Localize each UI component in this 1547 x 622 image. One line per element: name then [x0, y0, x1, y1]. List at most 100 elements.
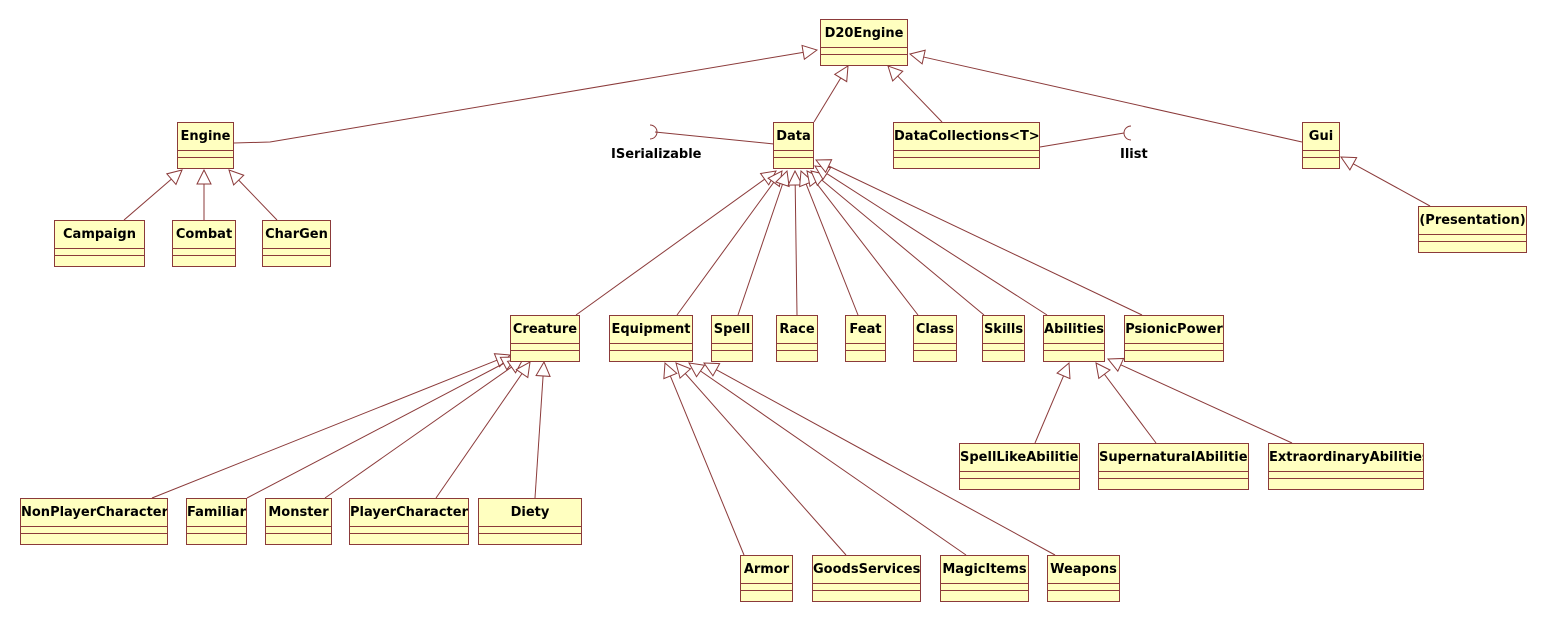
class-name: Familiar: [187, 499, 246, 527]
attributes-compartment: [263, 249, 330, 256]
class-name: SupernaturalAbilities: [1099, 444, 1248, 472]
interface-label-ilist: Ilist: [1120, 147, 1148, 162]
class-name: Equipment: [610, 316, 692, 344]
generalization-magicitems-to-equipment: [688, 362, 967, 556]
edge-line: [700, 370, 967, 556]
class-name: PlayerCharacter: [350, 499, 468, 527]
class-supernaturalabilities[interactable]: SupernaturalAbilities: [1098, 443, 1249, 490]
generalization-engine-to-d20engine: [233, 44, 819, 144]
class-spell[interactable]: Spell: [711, 315, 753, 362]
edge-line: [828, 165, 1143, 316]
attributes-compartment: [741, 584, 792, 591]
generalization-armor-to-equipment: [663, 361, 745, 556]
edge-line: [575, 178, 765, 316]
class-armor[interactable]: Armor: [740, 555, 793, 602]
generalization-familiar-to-creature: [246, 356, 517, 499]
edge-line: [737, 184, 783, 316]
class-diety[interactable]: Diety: [478, 498, 582, 545]
inheritance-arrowhead: [774, 169, 790, 188]
attributes-compartment: [21, 527, 167, 534]
class-name: (Presentation): [1419, 207, 1526, 235]
edge-line: [233, 51, 804, 144]
class-d20engine[interactable]: D20Engine: [820, 19, 908, 66]
generalization-skills-to-data: [810, 170, 985, 316]
class-name: Weapons: [1048, 556, 1119, 584]
class-presentation[interactable]: (Presentation): [1418, 206, 1527, 253]
interface-ilist: [1039, 125, 1132, 148]
class-equipment[interactable]: Equipment: [609, 315, 693, 362]
class-name: Armor: [741, 556, 792, 584]
attributes-compartment: [774, 151, 813, 158]
generalization-race-to-data: [787, 169, 804, 316]
class-extraordinaryabilities[interactable]: ExtraordinaryAbilities: [1268, 443, 1424, 490]
inheritance-arrowhead: [196, 168, 212, 185]
generalization-psionicpower-to-data: [814, 159, 1143, 316]
attributes-compartment: [1125, 344, 1223, 351]
edge-line: [534, 375, 544, 499]
inheritance-arrowhead: [1106, 357, 1125, 373]
attributes-compartment: [1419, 235, 1526, 242]
class-magicitems[interactable]: MagicItems: [940, 555, 1029, 602]
attributes-compartment: [846, 344, 885, 351]
interface-iserializable: [649, 124, 775, 145]
class-abilities[interactable]: Abilities: [1043, 315, 1105, 362]
edge-line: [1353, 163, 1431, 207]
class-combat[interactable]: Combat: [172, 220, 236, 267]
class-name: CharGen: [263, 221, 330, 249]
generalization-datacollections-to-d20engine: [887, 65, 943, 123]
class-spelllikeabilities[interactable]: SpellLikeAbilities: [959, 443, 1080, 490]
generalization-creature-to-data: [575, 170, 777, 316]
class-psionicpower[interactable]: PsionicPower: [1124, 315, 1224, 362]
generalization-spelllikeabilities-to-abilities: [1034, 361, 1071, 444]
class-monster[interactable]: Monster: [265, 498, 332, 545]
inheritance-arrowhead: [806, 170, 823, 188]
class-name: Combat: [173, 221, 235, 249]
class-name: Gui: [1303, 123, 1339, 151]
inheritance-arrowhead: [515, 361, 531, 379]
class-data[interactable]: Data: [773, 122, 814, 169]
inheritance-arrowhead: [810, 170, 828, 187]
attributes-compartment: [941, 584, 1028, 591]
generalization-combat-to-engine: [196, 168, 212, 220]
class-name: ExtraordinaryAbilities: [1269, 444, 1423, 472]
edge-line: [805, 183, 859, 316]
inheritance-arrowhead: [759, 170, 777, 186]
inheritance-arrowhead: [887, 65, 904, 82]
class-race[interactable]: Race: [776, 315, 818, 362]
inheritance-arrowhead: [1340, 156, 1358, 171]
class-weapons[interactable]: Weapons: [1047, 555, 1120, 602]
class-nonplayercharacter[interactable]: NonPlayerCharacter: [20, 498, 168, 545]
attributes-compartment: [813, 584, 920, 591]
class-goodsservices[interactable]: GoodsServices: [812, 555, 921, 602]
generalization-monster-to-creature: [324, 358, 524, 499]
class-name: DataCollections<T>: [894, 123, 1039, 151]
class-familiar[interactable]: Familiar: [186, 498, 247, 545]
class-name: Campaign: [55, 221, 144, 249]
edge-line: [1104, 373, 1157, 444]
class-playercharacter[interactable]: PlayerCharacter: [349, 498, 469, 545]
attributes-compartment: [1044, 344, 1104, 351]
inheritance-arrowhead: [833, 65, 849, 83]
generalization-feat-to-data: [799, 169, 859, 316]
generalization-campaign-to-engine: [123, 169, 183, 221]
class-gui[interactable]: Gui: [1302, 122, 1340, 169]
class-name: Monster: [266, 499, 331, 527]
attributes-compartment: [511, 344, 579, 351]
generalization-extraordinaryabilities-to-abilities: [1106, 357, 1293, 444]
class-feat[interactable]: Feat: [845, 315, 886, 362]
attributes-compartment: [1048, 584, 1119, 591]
generalization-equipment-to-data: [676, 170, 783, 316]
edge-line: [897, 75, 943, 123]
class-name: Race: [777, 316, 817, 344]
class-name: D20Engine: [821, 20, 907, 48]
class-datacollections[interactable]: DataCollections<T>: [893, 122, 1040, 169]
class-creature[interactable]: Creature: [510, 315, 580, 362]
class-campaign[interactable]: Campaign: [54, 220, 145, 267]
class-engine[interactable]: Engine: [177, 122, 234, 169]
class-skills[interactable]: Skills: [982, 315, 1025, 362]
inheritance-arrowhead: [767, 170, 783, 188]
class-name: Abilities: [1044, 316, 1104, 344]
generalization-spell-to-data: [737, 169, 790, 316]
class-chargen[interactable]: CharGen: [262, 220, 331, 267]
class-class[interactable]: Class: [913, 315, 957, 362]
